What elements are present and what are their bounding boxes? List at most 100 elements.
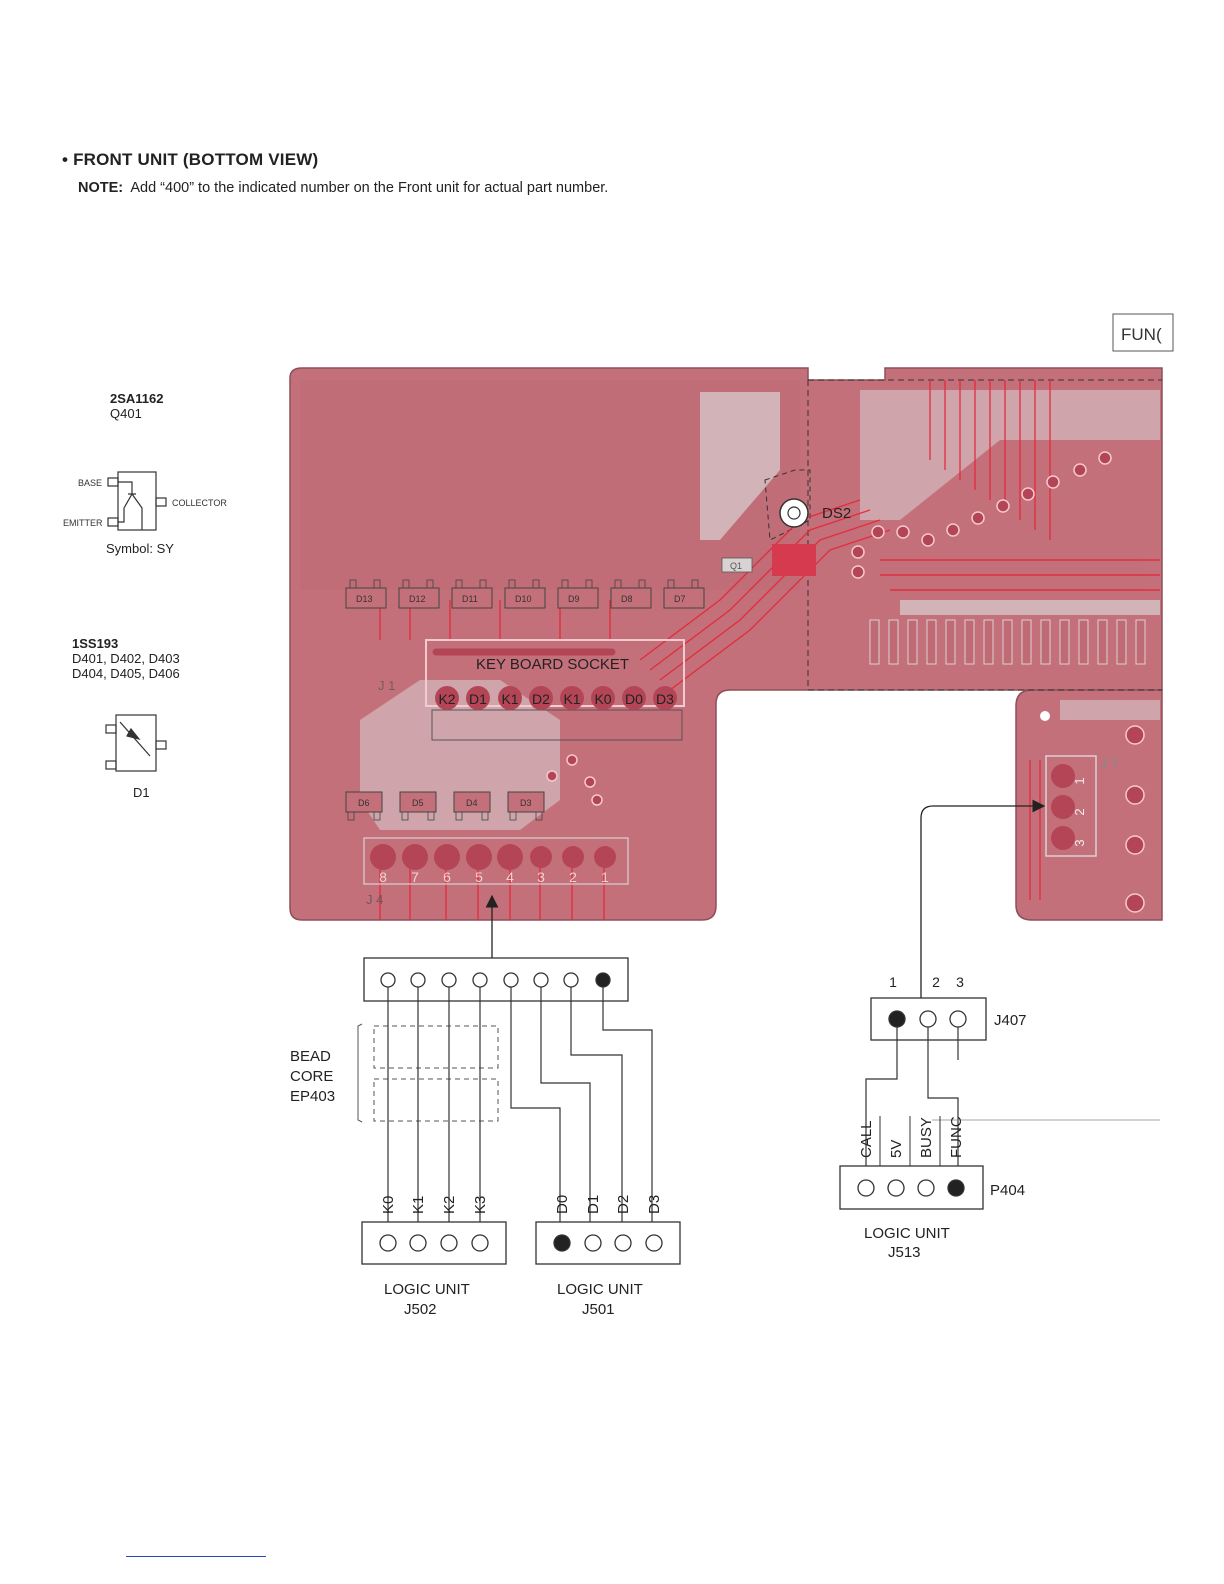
top-diode-label: D10 (515, 594, 532, 604)
bead-core (357, 1023, 499, 1123)
socket-pin-pad (622, 686, 646, 710)
top-diode-lead (426, 579, 434, 589)
j502-pin (440, 1234, 458, 1252)
keyboard-socket (425, 639, 685, 741)
socket-pin-pad (529, 686, 553, 710)
transistor-symbol (107, 471, 167, 531)
j7-pad (1051, 826, 1075, 850)
top-diode-lead (585, 579, 593, 589)
top-diode-lead (402, 579, 410, 589)
j501-caption-1: LOGIC UNIT (557, 1281, 643, 1298)
j407-pin-number: 1 (889, 974, 897, 990)
top-diode-label: D8 (621, 594, 633, 604)
transistor-pin-emitter: EMITTER (63, 518, 103, 528)
j7-pad (1051, 795, 1075, 819)
j4-outline (363, 837, 629, 885)
transistor-legend: 2SA1162 Q401 (110, 391, 164, 421)
transistor-pin-base: BASE (78, 478, 102, 488)
top-diode-lead (479, 579, 487, 589)
top-diode (345, 587, 387, 609)
transistor-ref: Q401 (110, 406, 142, 421)
socket-pin-pad (653, 686, 677, 710)
keyboard-socket-label: KEY BOARD SOCKET (476, 656, 629, 673)
transistor-part: 2SA1162 (110, 391, 164, 406)
bottom-diode-lead (347, 811, 355, 821)
top-diode-lead (349, 579, 357, 589)
socket-pin-label: D1 (469, 691, 487, 707)
bottom-diode-label: D5 (412, 798, 424, 808)
j501-caption-2: J501 (582, 1301, 615, 1318)
socket-pin-label: K2 (438, 691, 455, 707)
j502-caption-1: LOGIC UNIT (384, 1281, 470, 1298)
j7-label: J 7 (1100, 755, 1119, 771)
diode-refs-1: D401, D402, D403 (72, 651, 180, 666)
socket-pin-label: K1 (501, 691, 518, 707)
top-diode (504, 587, 546, 609)
j4-pad (434, 844, 460, 870)
bottom-diode-lead (373, 811, 381, 821)
j502-pin-label: K2 (441, 1196, 458, 1214)
bottom-diode (345, 791, 383, 813)
bottom-diode-lead (509, 811, 517, 821)
j407-pin-number: 2 (932, 974, 940, 990)
top-diode-lead (614, 579, 622, 589)
top-diode (398, 587, 440, 609)
j502-pin (379, 1234, 397, 1252)
socket-pin-pad (435, 686, 459, 710)
top-diode (451, 587, 493, 609)
top-diode-lead (532, 579, 540, 589)
bottom-diode-lead (481, 811, 489, 821)
top-diode-lead (638, 579, 646, 589)
j7-pin-number: 3 (1072, 839, 1087, 846)
j501-pin-label: D3 (646, 1195, 663, 1214)
top-diode-label: D9 (568, 594, 580, 604)
note-text: Add “400” to the indicated number on the… (130, 180, 609, 196)
bead-core-label: BEAD CORE EP403 (290, 1047, 335, 1107)
socket-pin-label: D2 (532, 691, 550, 707)
j501-pin (553, 1234, 571, 1252)
j407-arrow (920, 799, 1046, 1008)
j7-pin-number: 2 (1072, 808, 1087, 815)
j4-pad (402, 844, 428, 870)
bottom-diode-label: D4 (466, 798, 478, 808)
socket-pin-label: K0 (594, 691, 611, 707)
p404-label: P404 (990, 1182, 1025, 1199)
socket-pin-pad (591, 686, 615, 710)
top-diode-label: D13 (356, 594, 373, 604)
bottom-diode-lead (535, 811, 543, 821)
top-diode (610, 587, 652, 609)
pcb-board (289, 367, 1163, 921)
diode-caption: D1 (133, 785, 150, 800)
j7-outline (1045, 755, 1097, 857)
func-tag (1112, 313, 1174, 352)
mount-hole (1040, 711, 1050, 721)
edge-fingers (869, 619, 1146, 665)
bead-core-line3: EP403 (290, 1088, 336, 1105)
j4-pad (594, 846, 616, 868)
top-diode (663, 587, 705, 609)
j4-pad (562, 846, 584, 868)
j7-pad (1051, 764, 1075, 788)
ds2-label: DS2 (822, 505, 851, 522)
j407-pin-number: 3 (956, 974, 964, 990)
top-diode-label: D12 (409, 594, 426, 604)
socket-pin-pad (560, 686, 584, 710)
top-diode-label: D11 (462, 594, 478, 604)
bottom-diode-lead (427, 811, 435, 821)
socket-pin-label: D0 (625, 691, 643, 707)
top-diode-lead (691, 579, 699, 589)
bottom-diode (453, 791, 491, 813)
bottom-diode-lead (401, 811, 409, 821)
bottom-diode-label: D3 (520, 798, 532, 808)
cable-connector-8pin (363, 957, 629, 1002)
j4-pin-number: 7 (411, 869, 419, 885)
ds2-component (772, 498, 816, 576)
p404-caption-1: LOGIC UNIT (864, 1225, 950, 1242)
p404-dividers (879, 1116, 941, 1166)
top-diode (557, 587, 599, 609)
j501-pin (614, 1234, 632, 1252)
